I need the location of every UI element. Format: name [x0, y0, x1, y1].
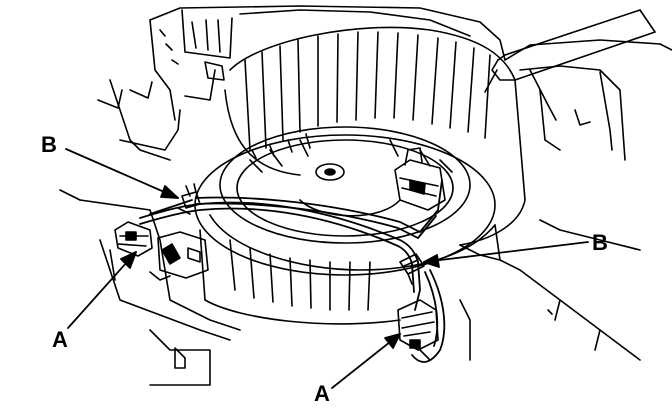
callout-label-a-right: A — [314, 381, 330, 406]
connector-a-right — [397, 299, 439, 361]
leader-arrow-a-left — [67, 251, 137, 329]
harness-clip-b-right — [399, 253, 425, 285]
wire-harness — [139, 179, 446, 363]
left-bracket — [59, 61, 241, 386]
callout-label-b-right: B — [592, 230, 608, 255]
harness-clip-b-left — [177, 183, 201, 215]
leader-arrow-a-right — [331, 333, 401, 389]
callout-label-b-left: B — [41, 132, 57, 157]
leader-arrow-b-left — [65, 148, 179, 199]
blower-fan-base — [194, 126, 501, 325]
blower-motor-casing — [224, 26, 526, 246]
leader-arrow-b-right — [423, 241, 589, 268]
dash-housing — [149, 5, 672, 161]
connector-a-left — [114, 221, 209, 281]
heater-pipe — [484, 9, 656, 121]
relay-bracket-right — [394, 147, 446, 211]
right-housing-edge — [459, 219, 641, 361]
callout-label-a-left: A — [52, 327, 68, 352]
